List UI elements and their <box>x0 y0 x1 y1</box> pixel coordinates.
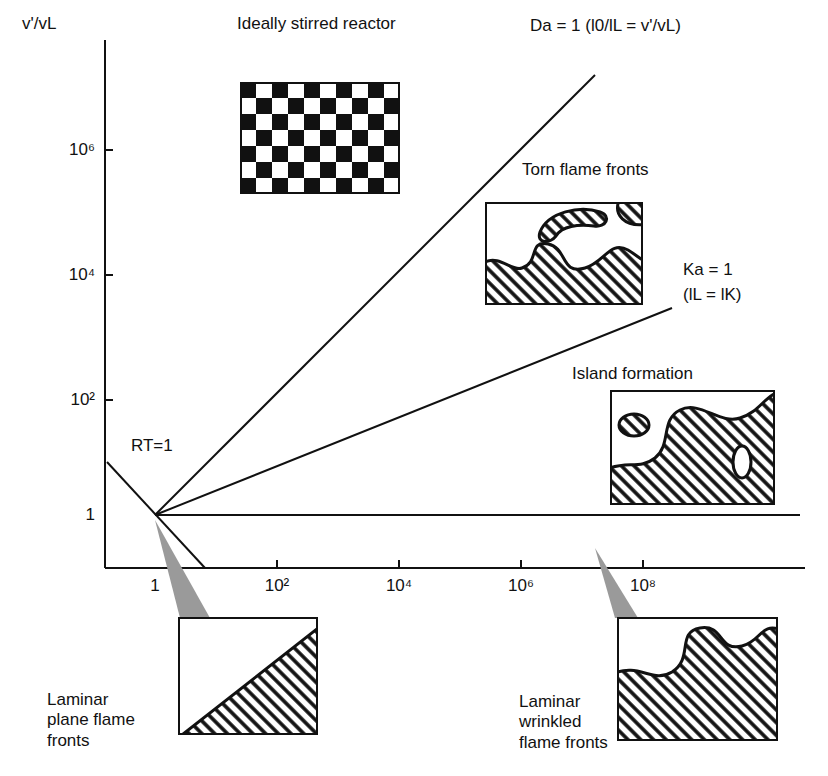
burnt-region <box>617 628 778 741</box>
inset-box: Torn flame fronts <box>485 202 643 305</box>
checker-cell <box>384 130 400 146</box>
checker-cell <box>368 82 384 98</box>
checker-cell <box>336 146 352 162</box>
regime-label: Torn flame fronts <box>522 160 649 180</box>
checker-cell <box>304 146 320 162</box>
burnt-region <box>485 244 643 305</box>
regime-label: Ideally stirred reactor <box>237 14 396 34</box>
checker-cell <box>304 178 320 194</box>
axis-label: v'/vL <box>22 14 56 34</box>
checker-cell <box>336 178 352 194</box>
burnt-region <box>178 625 318 735</box>
tick-label: 10² <box>70 390 95 410</box>
y-tick <box>105 399 113 401</box>
checker-cell <box>256 130 272 146</box>
tick-label: 10⁶ <box>508 576 534 596</box>
inset-box: Island formation <box>610 390 775 505</box>
ka-boundary <box>155 308 672 515</box>
checker-cell <box>384 162 400 178</box>
tick-label: 10⁸ <box>630 576 656 596</box>
x-tick <box>642 560 644 568</box>
checker-cell <box>256 162 272 178</box>
checker-cell <box>320 162 336 178</box>
checker-cell <box>288 98 304 114</box>
tick-label: 1 <box>150 576 159 596</box>
checker-cell <box>368 146 384 162</box>
wrinkled-flame-picture <box>617 617 778 741</box>
tick-label: 10⁴ <box>386 576 412 596</box>
checker-cell <box>320 130 336 146</box>
checker-cell <box>240 146 256 162</box>
inset-box: Ideally stirred reactor <box>240 82 400 194</box>
boundary-label: RT=1 <box>131 436 173 456</box>
unburnt-island <box>733 446 751 478</box>
checker-cell <box>240 82 256 98</box>
checker-cell <box>352 130 368 146</box>
checker-cell <box>336 114 352 130</box>
checker-cell <box>272 82 288 98</box>
checker-cell <box>368 178 384 194</box>
inset-box: Laminar wrinkled flame fronts <box>617 617 778 741</box>
inset-box: Laminar plane flame fronts <box>178 617 318 735</box>
x-tick <box>276 560 278 568</box>
regime-label: Laminar plane flame fronts <box>47 690 147 751</box>
rt-boundary <box>107 462 205 568</box>
boundary-label: Da = 1 (l0/lL = v'/vL) <box>530 16 681 36</box>
checker-cell <box>304 82 320 98</box>
burnt-region <box>610 392 775 505</box>
boundary-label: Ka = 1 <box>683 260 733 280</box>
plane-flame-picture <box>178 617 318 735</box>
checker-cell <box>272 146 288 162</box>
regime-label: Laminar wrinkled flame fronts <box>519 692 614 753</box>
checker-cell <box>384 98 400 114</box>
regime-label: Island formation <box>572 364 693 384</box>
checker-cell <box>256 98 272 114</box>
checker-cell <box>240 178 256 194</box>
tick-label: 1 <box>86 505 95 525</box>
burnt-island <box>619 414 649 436</box>
checker-cell <box>336 82 352 98</box>
checker-cell <box>320 98 336 114</box>
x-axis <box>105 567 805 569</box>
torn-flame-piece <box>539 209 606 241</box>
checker-cell <box>304 114 320 130</box>
island-picture <box>610 390 775 505</box>
checkerboard-picture <box>240 82 400 194</box>
torn-flame-piece <box>618 202 643 225</box>
checker-cell <box>352 162 368 178</box>
velocity-boundary <box>155 514 800 516</box>
torn-flame-picture <box>485 202 643 305</box>
checker-cell <box>288 130 304 146</box>
x-tick <box>520 560 522 568</box>
checker-cell <box>288 162 304 178</box>
y-tick <box>105 274 113 276</box>
tick-label: 10⁶ <box>69 140 95 160</box>
y-tick <box>105 149 113 151</box>
boundary-label: (lL = lK) <box>683 285 741 305</box>
tick-label: 10² <box>265 576 290 596</box>
tick-label: 10⁴ <box>69 265 95 285</box>
checker-cell <box>272 114 288 130</box>
checker-cell <box>352 98 368 114</box>
pointer-wedge <box>155 520 210 618</box>
x-tick <box>398 560 400 568</box>
checker-cell <box>240 114 256 130</box>
checker-cell <box>368 114 384 130</box>
checker-cell <box>272 178 288 194</box>
y-axis <box>104 40 106 568</box>
